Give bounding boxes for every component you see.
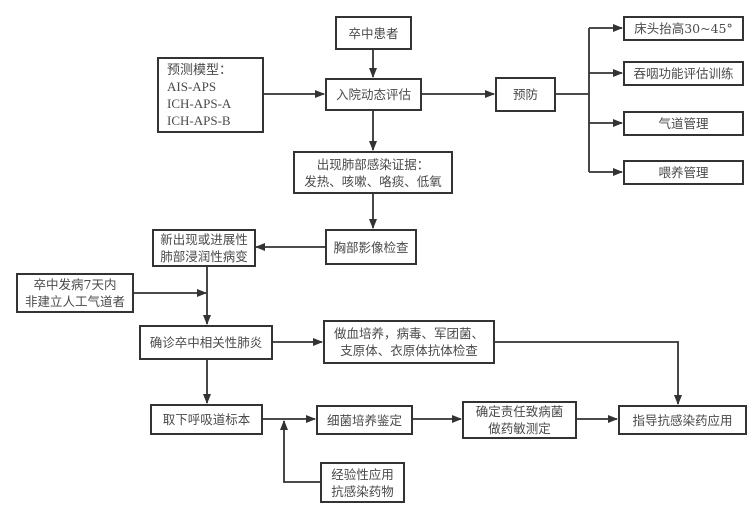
node-text: 吞咽功能评估训练 [633,66,734,81]
node-text: 取下呼吸道标本 [162,412,251,427]
node-guided-antibiotics: 指导抗感染药应用 [618,405,747,435]
node-new-infiltrates: 新出现或进展性 肺部浸润性病变 [152,229,256,267]
node-prediction-models: 预测模型： AIS-APS ICH-APS-A ICH-APS-B [157,57,264,133]
node-stroke-patient: 卒中患者 [335,16,412,50]
node-admission-assessment: 入院动态评估 [325,78,422,111]
node-empirical-antibiotics: 经验性应用 抗感染药物 [320,462,405,503]
node-diagnosis-sap: 确诊卒中相关性肺炎 [139,325,273,360]
node-text: 喂养管理 [658,165,709,180]
node-text: 经验性应用 [331,466,394,482]
node-text: 卒中患者 [348,25,399,41]
node-text: 确定责任致病菌 [475,404,564,419]
node-bacterial-culture: 细菌培养鉴定 [316,405,413,435]
node-text: ICH-APS-B [167,113,231,128]
node-text: 做药敏测定 [488,421,551,436]
node-text: AIS-APS [167,79,217,94]
node-text: 床头抬高30~45° [634,21,733,36]
node-text: 非建立人工气道者 [24,294,125,309]
node-chest-imaging: 胸部影像检查 [325,229,417,265]
node-text: 卒中发病7天内 [33,277,117,292]
node-blood-culture: 做血培养，病毒、军团菌、 支原体、衣原体抗体检查 [323,320,495,364]
node-text: 新出现或进展性 [160,232,248,247]
node-text: 细菌培养鉴定 [326,412,402,428]
edge-blood-culture-to-guided-antibiotics [495,341,682,405]
node-pathogen-susceptibility: 确定责任致病菌 做药敏测定 [462,401,577,439]
node-text: 预测模型： [167,62,233,77]
node-text: 气道管理 [658,116,709,131]
node-infection-evidence: 出现肺部感染证据： 发热、咳嗽、咯痰、低氧 [293,151,453,194]
node-text: 抗感染药物 [331,483,394,499]
node-text: 指导抗感染药应用 [632,412,733,428]
node-prevention: 预防 [495,77,556,112]
edge-empirical-to-culture-path [280,420,320,483]
node-text: 出现肺部感染证据： [316,156,430,172]
node-swallow-training: 吞咽功能评估训练 [623,61,744,86]
node-airway-management: 气道管理 [623,111,744,136]
node-text: 胸部影像检查 [333,239,409,255]
node-sputum-sample: 取下呼吸道标本 [150,404,263,435]
node-head-elevation: 床头抬高30~45° [623,16,744,41]
node-within-7-days: 卒中发病7天内 非建立人工气道者 [16,273,134,313]
node-text: 做血培养，病毒、军团菌、 [333,326,484,341]
node-feeding-management: 喂养管理 [623,160,744,185]
node-text: 发热、咳嗽、咯痰、低氧 [304,173,442,189]
node-text: 预防 [512,87,538,102]
node-text: ICH-APS-A [167,96,232,111]
node-text: 肺部浸润性病变 [160,249,248,264]
node-text: 确诊卒中相关性肺炎 [149,335,263,350]
node-text: 入院动态评估 [335,87,411,102]
node-text: 支原体、衣原体抗体检查 [340,343,478,358]
